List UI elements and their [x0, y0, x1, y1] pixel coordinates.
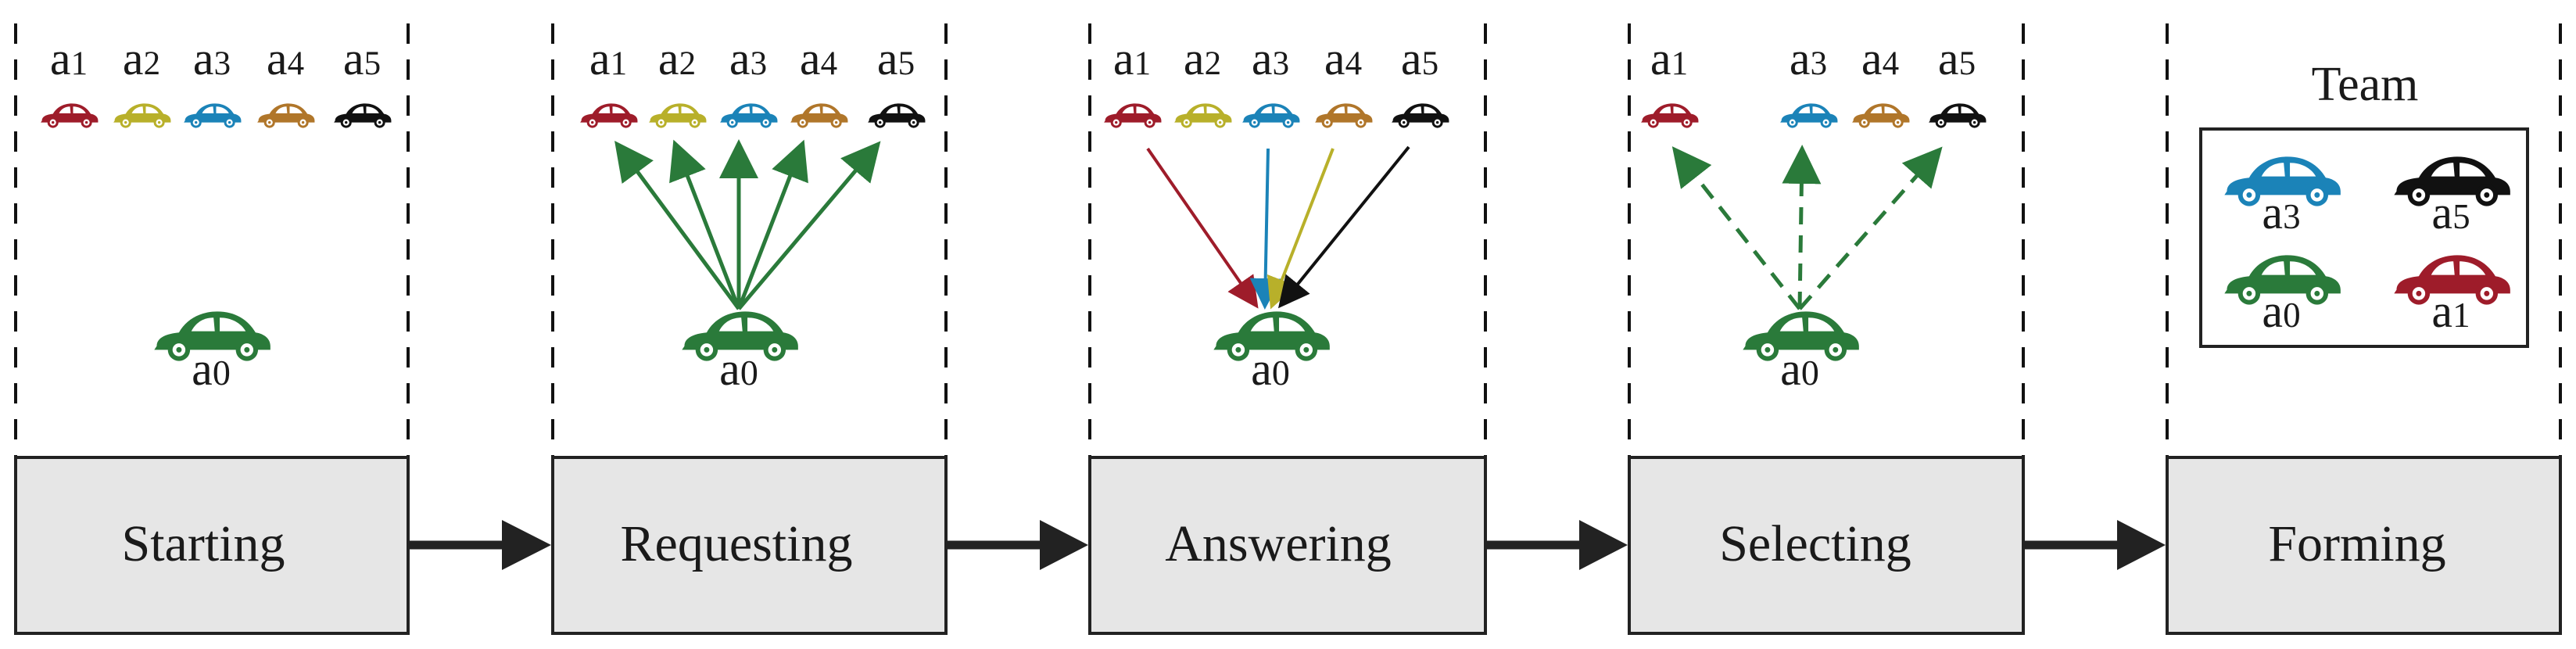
agent-label-a1-selecting: a1: [1650, 33, 1688, 84]
agent-label-a5-answering: a5: [1401, 33, 1438, 84]
agent-label-a2-starting: a2: [123, 33, 160, 84]
car-a0-selecting: [1743, 311, 1859, 361]
car-a4-starting: [257, 103, 315, 128]
agent-label-a5-starting: a5: [343, 33, 381, 84]
agent-label-a1-requesting: a1: [589, 33, 627, 84]
car-a3-selecting: [1780, 103, 1838, 128]
stage-label-requesting: Requesting: [621, 515, 853, 572]
car-a1-selecting: [1641, 103, 1699, 128]
agents-layer: a1 a2 a3 a4 a5 a1 a2 a3 a4 a5 a1 a2 a3 a4 a5 a1 a3 a4 a5 a0…: [41, 33, 2510, 395]
car-a0-answering: [1213, 311, 1330, 361]
team-label-a5: a5: [2431, 187, 2470, 238]
answer-arrow-a1: [1146, 147, 1259, 309]
stage-panels: [14, 23, 2562, 457]
car-a4-selecting: [1852, 103, 1910, 128]
select-arrows: [1671, 145, 1943, 310]
team-car-a0: [2224, 255, 2341, 305]
request-arrow-a5: [737, 141, 881, 310]
answer-arrow-a3: [1249, 148, 1281, 310]
stage-label-answering: Answering: [1165, 515, 1392, 572]
stage-box-selecting: Selecting: [1628, 456, 2025, 635]
stage-box-answering: Answering: [1088, 456, 1487, 635]
agent-label-a3-answering: a3: [1252, 33, 1289, 84]
agent-label-a5-requesting: a5: [877, 33, 915, 84]
car-a3-starting: [184, 103, 242, 128]
team-car-a1: [2394, 255, 2510, 305]
stage-box-starting: Starting: [14, 456, 410, 635]
stage-label-selecting: Selecting: [1719, 515, 1911, 572]
car-a2-requesting: [649, 103, 707, 128]
flow-arrow-2: [948, 520, 1088, 570]
flow-arrow-4: [2025, 520, 2166, 570]
request-arrow-a1: [614, 140, 741, 310]
car-a5-answering: [1392, 103, 1449, 128]
agent-label-a0-selecting: a0: [1780, 343, 1819, 395]
request-arrows: [614, 139, 881, 310]
car-a4-requesting: [790, 103, 848, 128]
car-a5-requesting: [868, 103, 926, 128]
flow-arrows: [410, 520, 2166, 570]
agent-label-a0-answering: a0: [1251, 343, 1290, 395]
agent-label-a4-requesting: a4: [800, 33, 837, 84]
team-title: Team: [2312, 58, 2419, 111]
car-a1-answering: [1104, 103, 1162, 128]
agent-label-a1-starting: a1: [50, 33, 88, 84]
select-arrow-a5: [1798, 146, 1943, 310]
team-label-a1: a1: [2431, 285, 2470, 337]
agent-label-a2-answering: a2: [1184, 33, 1221, 84]
stage-box-requesting: Requesting: [551, 456, 948, 635]
car-a2-starting: [113, 103, 171, 128]
agent-label-a4-selecting: a4: [1861, 33, 1899, 84]
car-a3-requesting: [720, 103, 778, 128]
car-a2-answering: [1174, 103, 1232, 128]
stage-label-starting: Starting: [122, 515, 285, 572]
car-a0-requesting: [682, 311, 798, 361]
agent-label-a0-starting: a0: [192, 343, 231, 395]
agent-label-a1-answering: a1: [1113, 33, 1151, 84]
agent-label-a5-selecting: a5: [1938, 33, 1976, 84]
answer-arrow-a5: [1277, 145, 1410, 309]
request-arrow-a4: [736, 139, 808, 310]
select-arrow-a3: [1782, 145, 1822, 310]
agent-label-a4-answering: a4: [1324, 33, 1362, 84]
agent-label-a0-requesting: a0: [719, 343, 758, 395]
team-car-a3: [2224, 156, 2341, 206]
agent-label-a2-requesting: a2: [658, 33, 696, 84]
answer-arrows: [1146, 145, 1410, 310]
stage-box-forming: Forming: [2166, 456, 2562, 635]
select-arrow-a1: [1671, 146, 1801, 310]
car-a0-starting: [154, 311, 270, 361]
stage-label-forming: Forming: [2268, 515, 2445, 572]
flow-arrow-1: [410, 520, 551, 570]
flow-arrow-3: [1487, 520, 1628, 570]
car-a3-answering: [1242, 103, 1300, 128]
car-a4-answering: [1315, 103, 1373, 128]
agent-label-a3-requesting: a3: [729, 33, 767, 84]
request-arrow-a2: [669, 139, 741, 310]
car-a5-selecting: [1929, 103, 1987, 128]
agent-label-a4-starting: a4: [267, 33, 304, 84]
car-a1-starting: [41, 103, 99, 128]
team-label-a0: a0: [2262, 285, 2300, 337]
team-label-a3: a3: [2262, 187, 2300, 238]
car-a1-requesting: [580, 103, 638, 128]
agent-label-a3-starting: a3: [193, 33, 231, 84]
team-car-a5: [2394, 156, 2510, 206]
car-a5-starting: [334, 103, 392, 128]
agent-label-a3-selecting: a3: [1790, 33, 1827, 84]
